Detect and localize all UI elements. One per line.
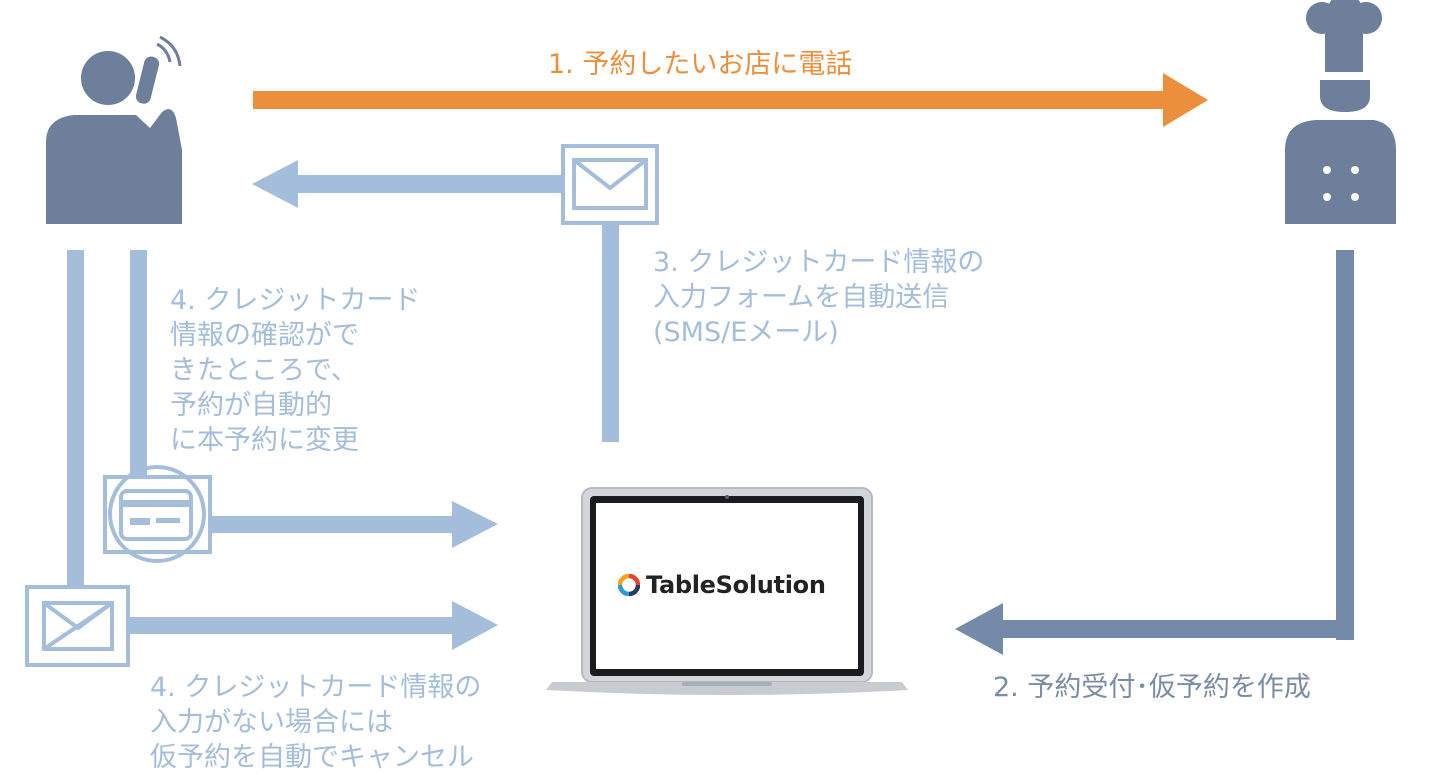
chef-icon [1285, 0, 1396, 224]
step1-label: 1. 予約したいお店に電話 [548, 49, 853, 80]
step3-line: 入力フォームを自動送信 [653, 282, 950, 313]
step3-line: (SMS/Eメール) [653, 317, 839, 348]
brand-logo-icon [618, 574, 640, 596]
arrow-call-to-restaurant [253, 73, 1208, 127]
person-phone-icon [46, 35, 182, 224]
step4-confirm-label: 4. クレジットカード 情報の確認がで きたところで、 予約が自動的 に本予約に… [170, 283, 420, 458]
logo-segment-navy [628, 584, 640, 596]
credit-card-icon [103, 465, 212, 563]
arrow-form-sent [252, 160, 619, 442]
step3-label: 3. クレジットカード情報の 入力フォームを自動送信 (SMS/Eメール) [653, 245, 984, 350]
envelope-cancelled-icon [25, 585, 130, 667]
step4-cancel-line: 仮予約を自動でキャンセル [150, 742, 474, 773]
laptop-icon [546, 487, 908, 695]
brand-logo: TableSolution [618, 567, 826, 603]
brand-name: TableSolution [646, 571, 826, 599]
step4-cancel-label: 4. クレジットカード情報の 入力がない場合には 仮予約を自動でキャンセル [150, 670, 481, 775]
customer-flow-lines [67, 250, 147, 590]
step4-confirm-line: に本予約に変更 [170, 425, 359, 456]
arrow-card-confirmed [210, 501, 498, 548]
logo-segment-blue [618, 584, 630, 596]
arrow-no-card-cancel [128, 601, 498, 650]
logo-segment-orange [618, 574, 630, 586]
step4-cancel-line: 4. クレジットカード情報の [150, 672, 482, 703]
step2-label: 2. 予約受付･仮予約を作成 [993, 672, 1311, 703]
step4-cancel-line: 入力がない場合には [150, 707, 393, 738]
step4-confirm-line: 4. クレジットカード [170, 285, 421, 316]
step4-confirm-line: 情報の確認がで [170, 320, 359, 351]
step3-line: 3. クレジットカード情報の [653, 247, 985, 278]
arrow-booking-created [955, 250, 1354, 655]
logo-segment-red [628, 574, 640, 586]
step4-confirm-line: きたところで、 [170, 355, 358, 386]
envelope-icon [561, 144, 659, 225]
step4-confirm-line: 予約が自動的 [170, 390, 332, 421]
